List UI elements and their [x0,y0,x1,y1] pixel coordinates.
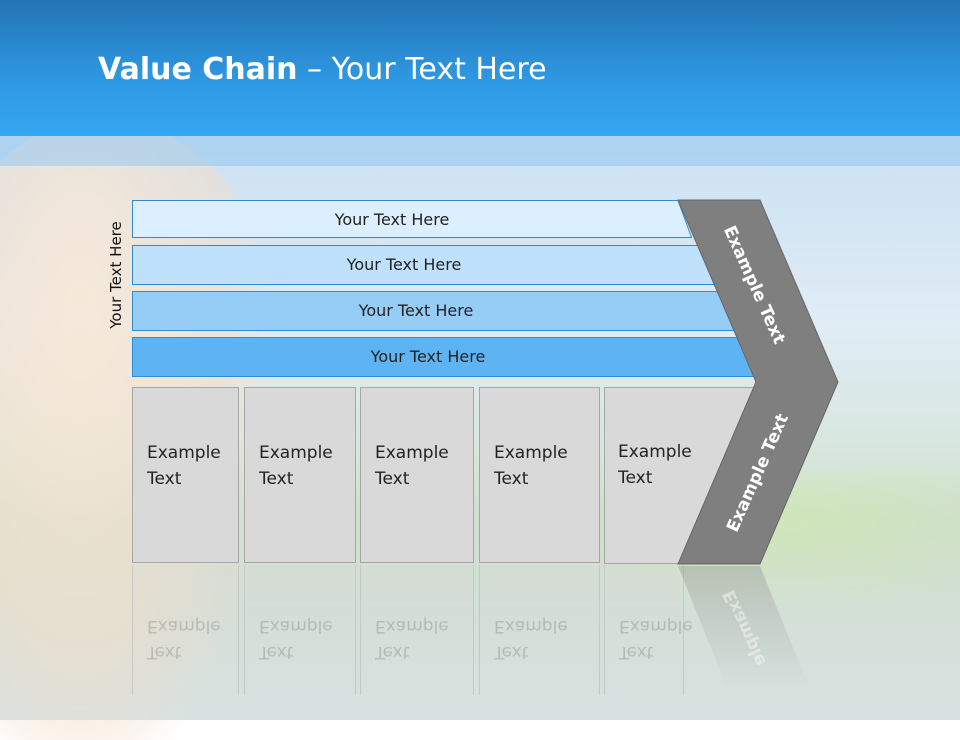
bar-4-label: Your Text Here [370,346,486,366]
box-1-line2: Text [147,469,182,489]
header-bar [0,0,960,136]
box-4[interactable]: Example Text [479,387,600,563]
box-2[interactable]: Example Text [244,387,356,563]
bar-3-label: Your Text Here [358,300,474,320]
box-3-line1: Example [375,443,449,463]
box-5-line2: Text [618,468,653,488]
slide-title[interactable]: Value Chain – Your Text Here [98,52,547,87]
box-3[interactable]: Example Text [360,387,474,563]
bar-4[interactable]: Your Text Here [132,337,764,377]
bar-1-label: Your Text Here [334,209,450,229]
box-2-line2: Text [259,469,294,489]
chevron-arrow[interactable] [0,0,960,720]
box-1[interactable]: Example Text [132,387,239,563]
box-1-line1: Example [147,443,221,463]
box-4-line1: Example [494,443,568,463]
box-4-line2: Text [494,469,529,489]
box-5-line1: Example [618,442,692,462]
box-3-line2: Text [375,469,410,489]
box-5[interactable]: Example Text [604,387,714,563]
header-strip [0,136,960,166]
bar-1[interactable]: Your Text Here [132,200,692,238]
box-2-line1: Example [259,443,333,463]
bar-2-label: Your Text Here [346,254,462,274]
